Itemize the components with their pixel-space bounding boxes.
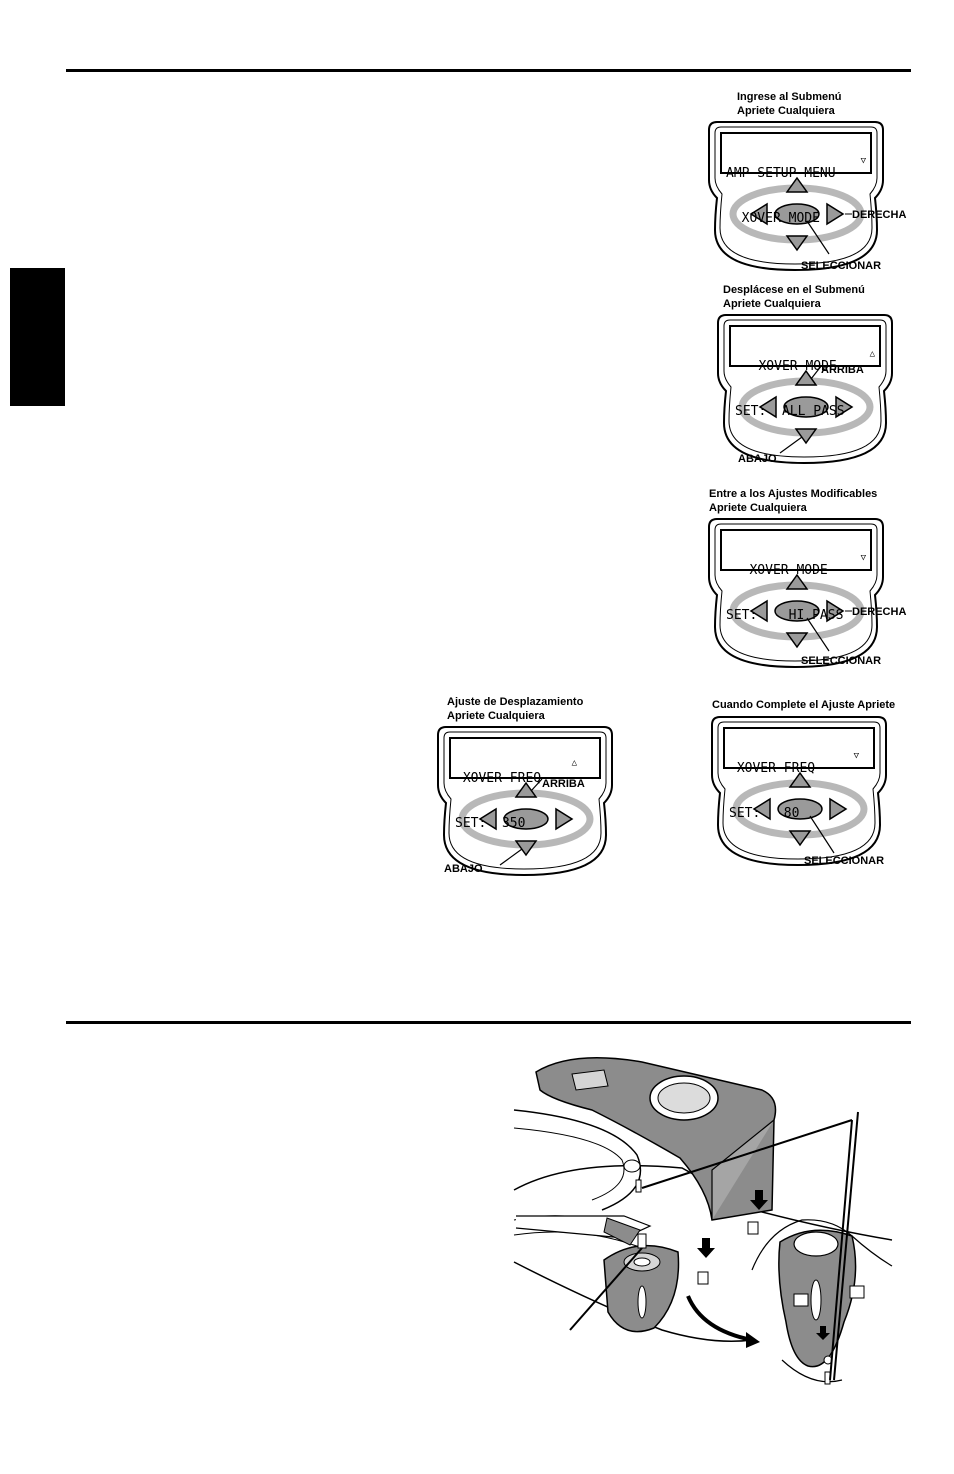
down-arrow-icon	[697, 1238, 715, 1258]
scroll-down-indicator-icon: ▽	[860, 553, 866, 563]
down-arrow-icon[interactable]	[785, 235, 809, 252]
scroll-down-indicator-icon: ▽	[853, 751, 859, 761]
top-rule	[66, 69, 911, 72]
scroll-up-indicator-icon: △	[571, 758, 577, 768]
right-label: DERECHA	[852, 606, 907, 618]
right-arrow-icon[interactable]	[835, 395, 854, 419]
select-button[interactable]	[777, 798, 823, 820]
up-label: ARRIBA	[542, 778, 585, 790]
up-arrow-icon[interactable]	[794, 369, 818, 386]
left-arrow-icon[interactable]	[749, 202, 768, 226]
panel-caption: Desplácese en el Submenú Apriete Cualqui…	[723, 284, 865, 310]
left-arrow-icon[interactable]	[758, 395, 777, 419]
left-arrow-icon[interactable]	[752, 797, 771, 821]
down-arrow-icon	[750, 1190, 768, 1210]
down-arrow-icon[interactable]	[794, 428, 818, 445]
panel-caption: Entre a los Ajustes Modificables Apriete…	[709, 488, 878, 514]
right-label: DERECHA	[852, 209, 907, 221]
scroll-up-indicator-icon: △	[869, 349, 875, 359]
panel-complete-setting: Cuando Complete el Ajuste Apriete XOVER …	[708, 698, 938, 888]
down-arrow-icon	[816, 1326, 830, 1340]
right-arrow-icon[interactable]	[829, 797, 848, 821]
select-button[interactable]	[774, 203, 820, 225]
select-label: SELECCIONAR	[801, 260, 882, 272]
right-arrow-icon[interactable]	[826, 599, 845, 623]
lcd-display: XOVER MODE SET: ALL PASS △	[729, 325, 881, 419]
up-arrow-icon[interactable]	[785, 573, 809, 590]
right-arrow-icon[interactable]	[826, 202, 845, 226]
panel-caption: Ajuste de Desplazamiento Apriete Cualqui…	[447, 696, 584, 722]
right-arrow-icon[interactable]	[555, 807, 574, 831]
up-arrow-icon[interactable]	[514, 781, 538, 798]
lcd-display: XOVER FREQ SET: 350 △	[449, 737, 601, 831]
gray-housing	[535, 1057, 777, 1221]
up-arrow-icon[interactable]	[788, 771, 812, 788]
select-button[interactable]	[774, 600, 820, 622]
panel-enter-submenu: Ingrese al Submenú Apriete Cualquiera AM…	[703, 90, 933, 280]
section-rule	[66, 1021, 911, 1024]
select-button[interactable]	[783, 396, 829, 418]
down-arrow-icon[interactable]	[514, 840, 538, 857]
panel-enter-settings: Entre a los Ajustes Modificables Apriete…	[703, 487, 933, 677]
left-arrow-icon[interactable]	[478, 807, 497, 831]
panel-scroll-submenu: Desplácese en el Submenú Apriete Cualqui…	[714, 283, 944, 473]
panel-caption: Ingrese al Submenú Apriete Cualquiera	[737, 91, 842, 117]
scroll-down-indicator-icon: ▽	[860, 156, 866, 166]
curved-arrow-icon	[686, 1295, 753, 1342]
lcd-display: XOVER FREQ SET: 80 ▽	[723, 727, 875, 821]
language-side-tab	[10, 268, 65, 406]
down-arrow-icon[interactable]	[785, 632, 809, 649]
panel-scroll-setting: Ajuste de Desplazamiento Apriete Cualqui…	[432, 695, 632, 885]
up-arrow-icon[interactable]	[785, 176, 809, 193]
select-button[interactable]	[503, 808, 549, 830]
down-arrow-icon[interactable]	[788, 830, 812, 847]
panel-caption: Cuando Complete el Ajuste Apriete	[712, 699, 896, 711]
select-label: SELECCIONAR	[804, 855, 885, 867]
lcd-display: AMP SETUP MENU XOVER MODE ▽	[720, 132, 872, 226]
installation-illustration	[513, 1057, 893, 1385]
down-label: ABAJO	[738, 453, 777, 465]
up-label: ARRIBA	[821, 364, 864, 376]
left-arrow-icon[interactable]	[749, 599, 768, 623]
down-label: ABAJO	[444, 863, 483, 875]
lcd-display: XOVER MODE SET: HI PASS ▽	[720, 529, 872, 623]
select-label: SELECCIONAR	[801, 655, 882, 667]
